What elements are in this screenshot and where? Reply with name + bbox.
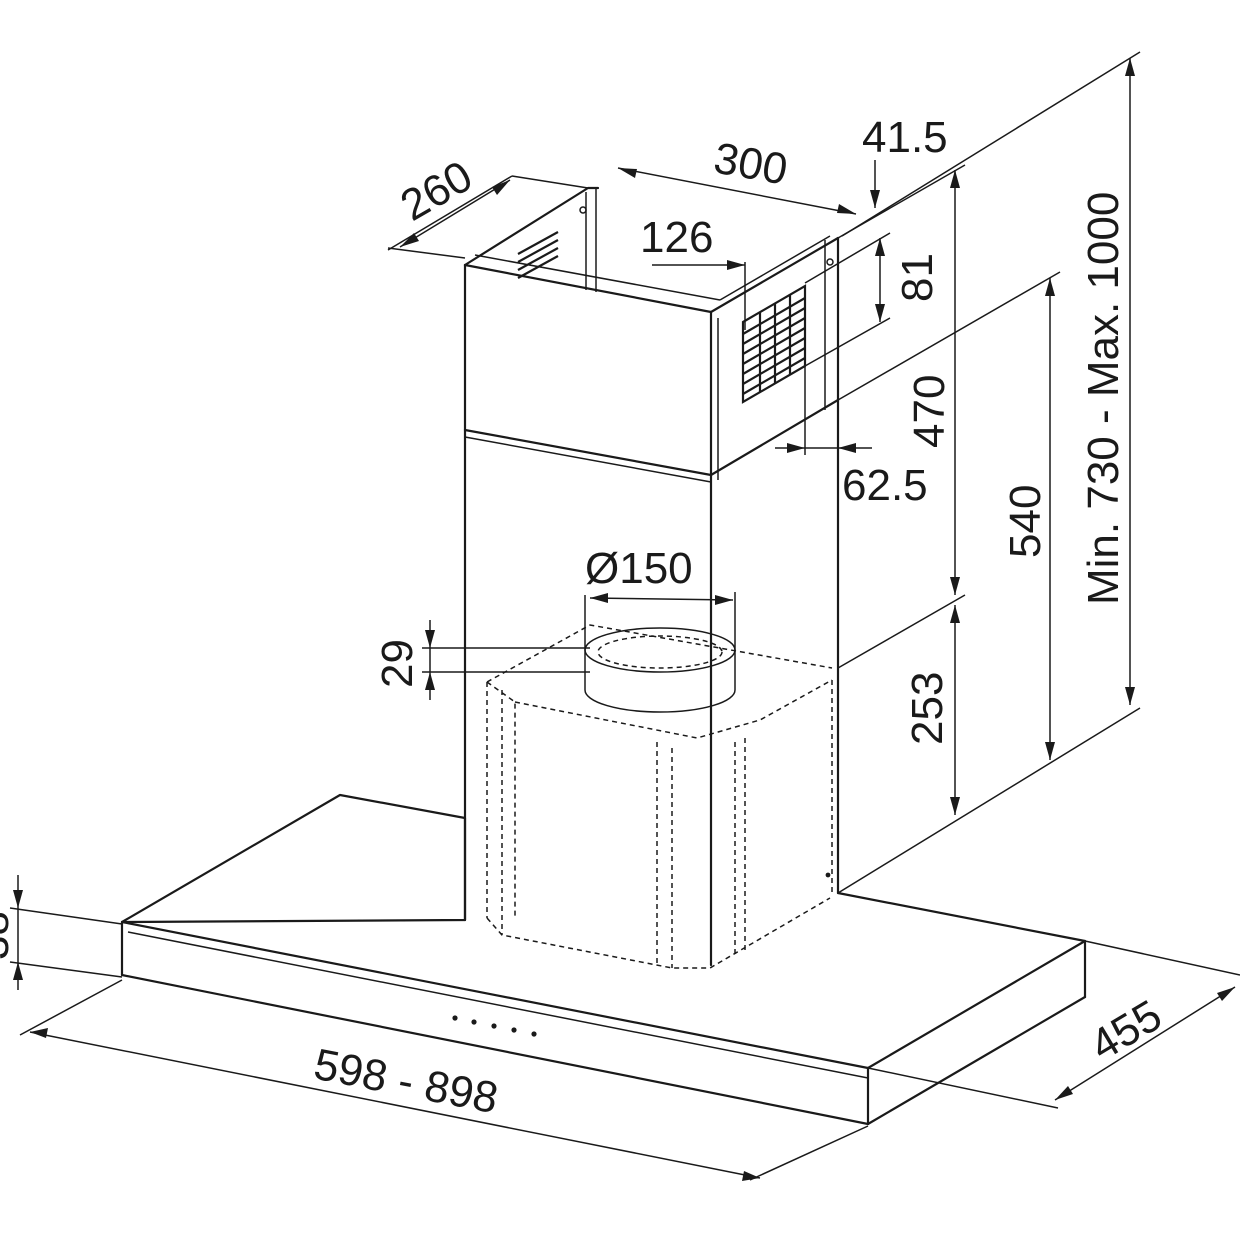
label-collar-height: 29 (373, 639, 422, 688)
lower-chimney (463, 398, 840, 967)
dimension-lines (9, 51, 1240, 1181)
duct-collar (584, 627, 736, 713)
label-vent-offset: 62.5 (842, 461, 928, 510)
rear-vent-grille (517, 231, 559, 279)
control-buttons (452, 1015, 537, 1037)
label-hood-width: 598 - 898 (310, 1040, 502, 1124)
label-lower-chimney-height: 540 (1001, 485, 1050, 558)
vent-grille (741, 284, 807, 404)
label-vent-height: 81 (893, 253, 942, 302)
motor-box (486, 624, 833, 969)
label-hood-thickness: 38 (0, 911, 18, 960)
label-duct-diameter: Ø150 (585, 544, 693, 593)
label-vent-width: 126 (640, 213, 713, 262)
label-chimney-depth: 260 (393, 152, 481, 231)
label-offset-top: 41.5 (862, 113, 948, 162)
label-hood-depth: 455 (1082, 991, 1170, 1071)
label-upper-chimney-height: 470 (905, 375, 954, 448)
label-motor-height: 253 (903, 672, 952, 745)
hood-canopy (120, 793, 1087, 1126)
label-total-height: Min. 730 - Max. 1000 (1079, 192, 1128, 605)
label-chimney-width: 300 (710, 134, 791, 195)
